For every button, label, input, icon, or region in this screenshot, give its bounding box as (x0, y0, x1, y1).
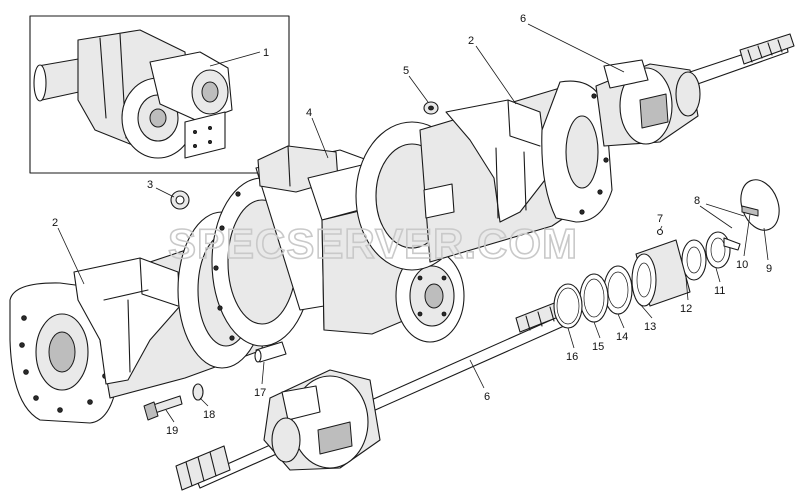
part-11-lock-washer (705, 231, 731, 269)
callout-2-right: 2 (468, 35, 474, 47)
watermark-text: SPECSERVER.COM (168, 220, 578, 267)
leader-lines (57, 23, 769, 423)
callout-6-upper: 6 (520, 13, 526, 25)
small-parts (143, 101, 780, 421)
callout-6-lower: 6 (484, 391, 490, 403)
part-7-ball (656, 228, 664, 236)
callout-3: 3 (147, 179, 153, 191)
part-18-washer (192, 383, 204, 401)
callout-11: 11 (714, 285, 725, 297)
part-12-ring (681, 239, 707, 281)
callout-15: 15 (592, 341, 604, 353)
callout-8: 8 (694, 195, 700, 207)
inset-assembled-axle (29, 15, 290, 174)
differential-housing (211, 145, 465, 347)
callout-5: 5 (403, 65, 409, 77)
callout-1: 1 (263, 47, 269, 59)
callout-9: 9 (766, 263, 772, 275)
callout-4: 4 (306, 107, 312, 119)
part-16-snap-ring (553, 283, 583, 329)
callout-18: 18 (203, 409, 215, 421)
callout-7: 7 (657, 213, 663, 225)
right-axle-housing (355, 80, 613, 271)
upper-half-shaft (595, 33, 795, 147)
part-10-bolt (741, 205, 759, 217)
callout-10: 10 (736, 259, 748, 271)
part-9-cover-disc (740, 179, 780, 231)
callout-16: 16 (566, 351, 578, 363)
callout-numbers: 1 2 2 3 4 5 6 6 7 8 9 10 11 12 13 14 15 … (52, 13, 772, 437)
callout-19: 19 (166, 425, 178, 437)
callout-14: 14 (616, 331, 628, 343)
callout-2-left: 2 (52, 217, 58, 229)
callout-12: 12 (680, 303, 692, 315)
lower-half-shaft (175, 299, 567, 491)
callout-17: 17 (254, 387, 266, 399)
callout-13: 13 (644, 321, 656, 333)
